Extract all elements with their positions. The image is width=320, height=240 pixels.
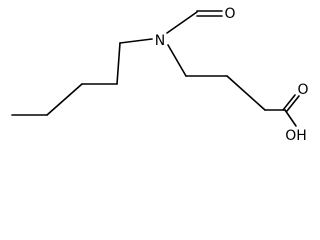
pentyl-chain (11, 38, 153, 116)
hydroxyl-label: OH (285, 128, 307, 144)
bond-n-c1 (167, 44, 187, 77)
butanoic-acid-chain (167, 44, 300, 127)
bond-c2-c3 (46, 83, 83, 116)
bond-c4-c5 (116, 42, 121, 85)
bond-c4-o-a (282, 94, 296, 111)
nitroso-group (166, 10, 223, 34)
bond-c5-n (119, 38, 153, 44)
bond-c4-o-b (286, 95, 300, 112)
nitroso-oxygen-label: O (224, 6, 235, 22)
nitrogen-label: N (155, 33, 165, 49)
carbonyl-oxygen-label: O (297, 82, 308, 98)
bond-c4-oh (284, 109, 297, 127)
bond-c2-c3 (226, 75, 266, 111)
chemical-structure: N O O OH (11, 6, 309, 144)
bond-n-n (166, 11, 198, 34)
